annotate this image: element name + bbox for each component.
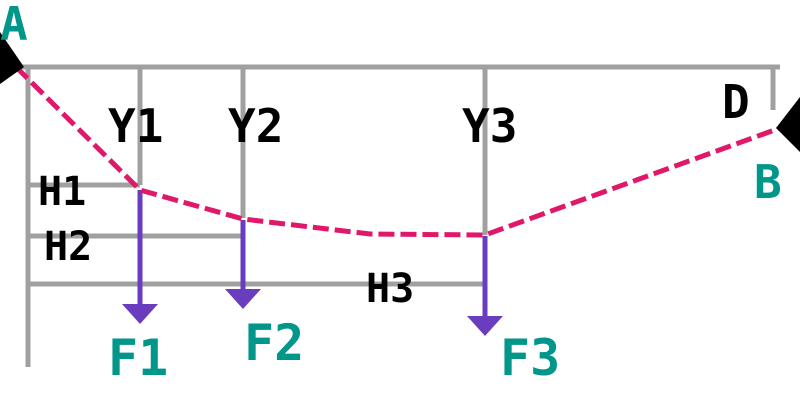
f3-arrow-head-icon (467, 316, 503, 336)
label-d: D (722, 75, 750, 129)
dimension-lines (14, 64, 780, 367)
label-h3: H3 (366, 266, 414, 312)
label-f2: F2 (244, 314, 304, 372)
label-f3: F3 (500, 329, 560, 387)
label-a: A (0, 0, 28, 51)
support-b-icon (776, 97, 800, 152)
force-arrows (122, 190, 503, 336)
label-y1: Y1 (108, 99, 163, 153)
label-y2: Y2 (228, 99, 283, 153)
label-h2: H2 (44, 224, 92, 270)
label-h1: H1 (38, 169, 86, 215)
label-f1: F1 (108, 329, 168, 387)
f1-arrow-head-icon (122, 304, 158, 324)
label-b: B (754, 155, 782, 209)
cable-line (14, 65, 781, 238)
f2-arrow-head-icon (225, 289, 261, 309)
support-a-icon (0, 32, 24, 84)
label-y3: Y3 (462, 99, 517, 153)
